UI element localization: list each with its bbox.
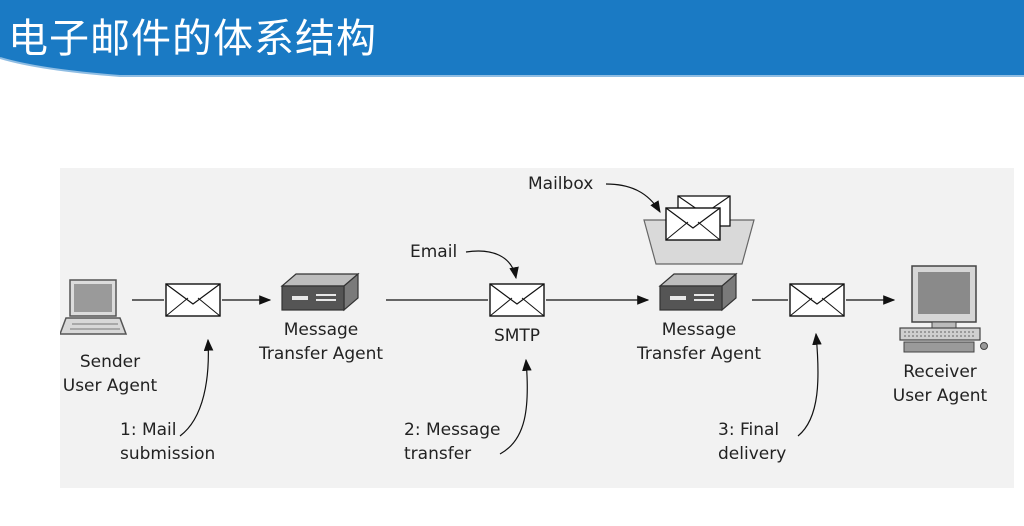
receiver-label-line2: User Agent (892, 386, 988, 406)
step1-label: 1: Mail submission (120, 418, 215, 466)
envelope-icon (489, 283, 545, 317)
mailbox-label: Mailbox (528, 174, 594, 194)
envelope-icon (789, 283, 845, 317)
header-background (0, 0, 1024, 77)
step1-label-line2: submission (120, 444, 216, 464)
diagram-panel: Sender User Agent Message Transfer Agent… (60, 168, 1014, 488)
pointer-mailbox (605, 183, 661, 214)
page-title: 电子邮件的体系结构 (8, 16, 377, 62)
step1-label-line1: 1: Mail (120, 420, 177, 440)
email-label: Email (410, 242, 458, 262)
mta1-label-line2: Transfer Agent (258, 344, 384, 364)
receiver-user-agent-label: Receiver User Agent (878, 360, 1002, 408)
mta1-label: Message Transfer Agent (248, 318, 394, 366)
server-icon (280, 272, 360, 312)
step2-label-line1: 2: Message (404, 420, 501, 440)
step3-label-line2: delivery (718, 444, 787, 464)
step2-label-line2: transfer (404, 444, 472, 464)
step2-label: 2: Message transfer (404, 418, 500, 466)
pointer-step3 (797, 332, 822, 437)
mta1-label-line1: Message (283, 320, 359, 340)
mta2-label: Message Transfer Agent (626, 318, 772, 366)
pointer-email (465, 250, 519, 280)
laptop-icon (60, 279, 128, 335)
step3-label-line1: 3: Final (718, 420, 780, 440)
mta2-label-line1: Message (661, 320, 737, 340)
header-banner: 电子邮件的体系结构 (0, 0, 1024, 80)
server-icon (658, 272, 738, 312)
smtp-label: SMTP (493, 326, 541, 346)
mailbox-icon (643, 195, 755, 265)
sender-label-line2: User Agent (62, 376, 158, 396)
desktop-computer-icon (899, 265, 988, 353)
sender-user-agent-label: Sender User Agent (50, 350, 170, 398)
sender-label-line1: Sender (79, 352, 141, 372)
mta2-label-line2: Transfer Agent (636, 344, 762, 364)
email-architecture-diagram (60, 183, 988, 455)
step3-label: 3: Final delivery (718, 418, 786, 466)
receiver-label-line1: Receiver (903, 362, 977, 382)
pointer-step1 (179, 338, 214, 437)
envelope-icon (165, 283, 221, 317)
pointer-step2 (499, 358, 532, 455)
